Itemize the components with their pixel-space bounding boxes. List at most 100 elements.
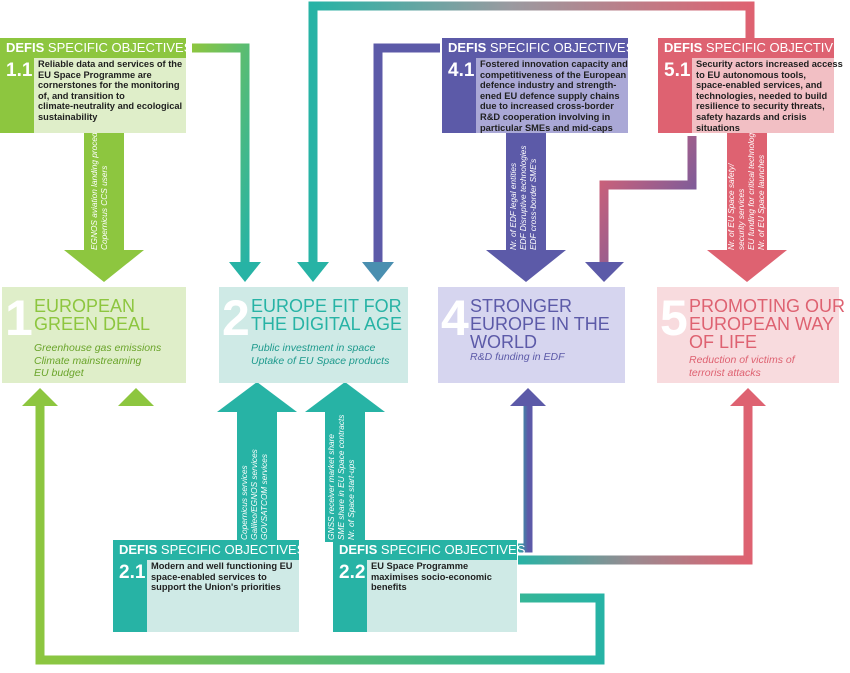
arrow-label-21-2: Galileo/EGNOS services [249,449,259,540]
arrowhead-21 [217,382,297,412]
shaft-21 [237,410,277,542]
svg-text:Copernicus services: Copernicus services [239,465,249,540]
goal-5-number: 5 [660,290,688,346]
svg-text:Nr. of EU Space safety/: Nr. of EU Space safety/ [726,162,736,250]
goal-2: 2 EUROPE FIT FOR THE DIGITAL AGE Public … [219,287,408,383]
objective-2-2-title: SPECIFIC OBJECTIVES [380,542,526,557]
connector-bottom-loop [35,404,605,665]
goal-2-title: EUROPE FIT FOR THE DIGITAL AGE [251,296,403,334]
connector-top-loop [308,1,755,268]
connector-11-to-goal2 [192,43,250,268]
svg-text:Nr. of EU Space launches: Nr. of EU Space launches [756,155,766,250]
shaft-22 [325,410,365,542]
objective-1-1-title: SPECIFIC OBJECTIVES [47,40,193,55]
shaft-41 [506,132,546,252]
objective-1-1: DEFIS SPECIFIC OBJECTIVES 1.1 Reliable d… [0,38,192,133]
goal-1-title: EUROPEAN GREEN DEAL [34,296,151,334]
objective-2-2: DEFIS SPECIFIC OBJECTIVES 2.2 EU Space P… [333,540,525,632]
arrow-label-41-2: EDF Disruptive technologies [518,145,528,250]
objective-2-1: DEFIS SPECIFIC OBJECTIVES 2.1 Modern and… [113,540,305,632]
arrowhead-22-to-goal4 [510,388,546,406]
arrowhead-22-to-goal5 [730,388,766,406]
connector-22-to-goal5 [518,404,753,565]
objective-2-1-number: 2.1 [119,562,146,583]
svg-text:security services: security services [736,189,746,250]
connector-41-to-goal2 [373,43,440,268]
svg-text:Galileo/EGNOS services: Galileo/EGNOS services [249,449,259,540]
objective-1-1-prefix: DEFIS [6,40,45,55]
objective-2-1-text: Modern and well functioning EU space-ena… [151,561,293,593]
svg-text:Nr. of Space start-ups: Nr. of Space start-ups [346,460,356,540]
arrow-label-51-1: Nr. of EU Space safety/ [726,162,736,250]
arrowhead-11 [64,250,144,282]
objective-5-1-header: DEFIS SPECIFIC OBJECTIVES [658,38,850,58]
svg-text:Nr. of EDF legal entities: Nr. of EDF legal entities [508,163,518,250]
arrowhead-22 [305,382,385,412]
svg-text:SME share in EU Space contract: SME share in EU Space contracts [336,415,346,540]
objective-2-2-text: EU Space Programme maximises socio-econo… [371,561,492,593]
objective-2-1-header: DEFIS SPECIFIC OBJECTIVES [113,540,305,560]
svg-text:EDF Disruptive technologies: EDF Disruptive technologies [518,145,528,250]
goal-1-number: 1 [5,290,33,346]
connector-51-to-goal4 [599,136,697,262]
arrowhead-top-loop [297,262,329,282]
goal-4-indicators: R&D funding in EDF [470,351,565,363]
arrowhead-21-to-goal1 [118,388,154,406]
objective-2-1-prefix: DEFIS [119,542,158,557]
arrow-label-51-4: Nr. of EU Space launches [756,155,766,250]
arrow-label-51-2: security services [736,189,746,250]
arrow-label-51-3: EU funding for critical technologies [746,122,756,250]
objective-1-1-text: Reliable data and services of the EU Spa… [38,59,183,122]
goal-5: 5 PROMOTING OUR EUROPEAN WAY OF LIFE Red… [657,287,845,383]
shaft-51 [727,132,767,252]
svg-text:GNSS receiver market share: GNSS receiver market share [326,434,336,540]
goal-4: 4 STRONGER EUROPE IN THE WORLD R&D fundi… [438,287,625,383]
svg-text:GOVSATCOM services: GOVSATCOM services [259,454,269,540]
goal-5-title: PROMOTING OUR EUROPEAN WAY OF LIFE [689,296,845,352]
objective-5-1-title: SPECIFIC OBJECTIVES [705,40,850,55]
arrow-label-11-2: Copernicus CCS users [99,166,109,250]
svg-text:EDF cross-border SME's: EDF cross-border SME's [528,159,538,250]
goal-4-title: STRONGER EUROPE IN THE WORLD [470,296,610,352]
arrow-label-41-1: Nr. of EDF legal entities [508,163,518,250]
goal-2-indicators: Public investment in space Uptake of EU … [251,342,390,367]
objective-2-1-title: SPECIFIC OBJECTIVES [160,542,306,557]
arrow-label-11-1: EGNOS aviation landing procedures [89,116,99,250]
objective-1-1-number: 1.1 [6,60,33,81]
svg-text:Copernicus CCS users: Copernicus CCS users [99,166,109,250]
objective-5-1-prefix: DEFIS [664,40,703,55]
arrowhead-bottom-loop [22,388,58,406]
connector-22-to-goal4 [518,404,533,553]
objective-1-1-header: DEFIS SPECIFIC OBJECTIVES [0,38,192,58]
objective-2-1-numbox [113,560,147,632]
objective-4-1-numbox [442,58,476,133]
objective-2-2-numbox [333,560,367,632]
arrow-label-41-3: EDF cross-border SME's [528,159,538,250]
arrow-label-21-1: Copernicus services [239,465,249,540]
arrowhead-51-to-goal4 [585,262,624,282]
arrowhead-51 [707,250,787,282]
objective-4-1: DEFIS SPECIFIC OBJECTIVES 4.1 Fostered i… [442,38,634,133]
objective-4-1-title: SPECIFIC OBJECTIVES [489,40,635,55]
objective-4-1-header: DEFIS SPECIFIC OBJECTIVES [442,38,634,58]
arrow-label-22-3: Nr. of Space start-ups [346,460,356,540]
goal-1-indicators: Greenhouse gas emissions Climate mainstr… [34,342,162,379]
goal-1: 1 EUROPEAN GREEN DEAL Greenhouse gas emi… [2,287,186,383]
goal-4-number: 4 [441,290,469,346]
objective-1-1-numbox [0,58,34,133]
objective-2-2-number: 2.2 [339,562,366,583]
arrow-label-22-2: SME share in EU Space contracts [336,415,346,540]
objective-2-2-header: DEFIS SPECIFIC OBJECTIVES [333,540,525,560]
objective-4-1-number: 4.1 [448,60,475,81]
objective-5-1-number: 5.1 [664,60,691,81]
objective-5-1-numbox [658,58,692,133]
objective-5-1: DEFIS SPECIFIC OBJECTIVES 5.1 Security a… [658,38,850,133]
shaft-11 [84,132,124,252]
arrow-label-22-1: GNSS receiver market share [326,434,336,540]
arrow-label-21-3: GOVSATCOM services [259,454,269,540]
svg-text:EGNOS aviation landing procedu: EGNOS aviation landing procedures [89,116,99,250]
svg-text:EU funding for critical techno: EU funding for critical technologies [746,122,756,250]
arrowhead-41-to-goal2 [362,262,394,282]
goal-2-number: 2 [222,290,250,346]
